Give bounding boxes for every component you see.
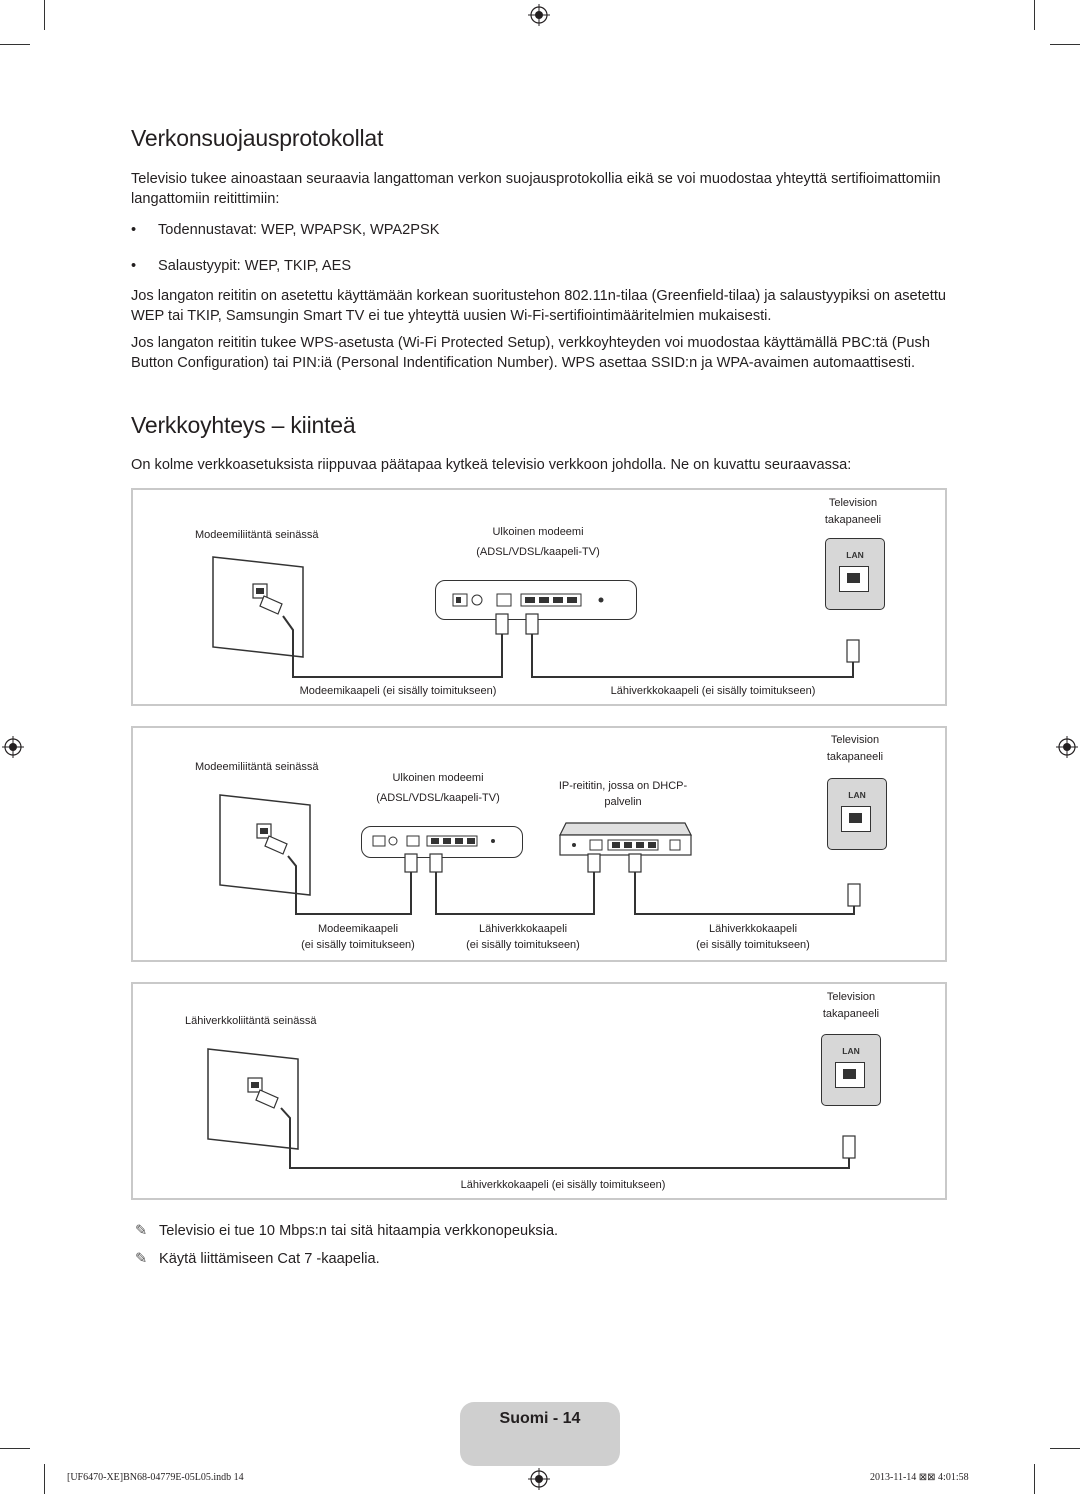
tv-rear-label-1: Television [826,991,876,1003]
lan-cable-label-1: Lähiverkkokaapeli [478,923,568,935]
lan-port-label: LAN [846,550,864,560]
wall-socket-label: Lähiverkkoliitäntä seinässä [185,1015,317,1027]
lan-cable-label: Lähiverkkokaapeli (ei sisälly toimitukse… [460,1179,666,1191]
note-speed: ✎ Televisio ei tue 10 Mbps:n tai sitä hit… [135,1221,558,1241]
wall-socket-label: Modeemiliitäntä seinässä [195,761,319,773]
lan-port-icon [841,806,871,832]
page-number-badge: Suomi - 14 [460,1402,620,1466]
modem-cable-label: Modeemikaapeli [317,923,399,935]
wall-socket-label: Modeemiliitäntä seinässä [195,529,319,541]
note-text: Käytä liittämiseen Cat 7 -kaapelia. [159,1251,380,1267]
tv-rear-panel-illustration: LAN [821,1034,881,1106]
modem-sublabel: (ADSL/VDSL/kaapeli-TV) [476,546,600,558]
note-cable: ✎ Käytä liittämiseen Cat 7 -kaapelia. [135,1249,380,1269]
bullet-encryption-types: • Salaustyypit: WEP, TKIP, AES [131,257,351,276]
footer-timestamp: 2013-11-14 ⊠⊠ 4:01:58 [870,1472,969,1483]
tv-rear-label-1: Television [830,734,880,746]
registration-mark-icon [528,4,550,26]
section1-paragraph-wps: Jos langaton reititin tukee WPS-asetusta… [131,335,930,371]
bullet-auth-methods: • Todennustavat: WEP, WPAPSK, WPA2PSK [131,221,439,240]
section1-paragraph-greenfield: Jos langaton reititin on asetettu käyttä… [131,288,947,324]
crop-mark [0,44,30,45]
cable-lines [282,613,860,678]
crop-mark [1034,1464,1035,1494]
diagram-modem-direct: Modeemiliitäntä seinässä Ulkoinen modeem… [131,488,947,706]
lan-cable-sublabel-1: (ei sisälly toimitukseen) [466,939,580,951]
cable-lines [287,853,861,915]
lan-cable-label-2: Lähiverkkokaapeli [708,923,798,935]
bullet-text: Salaustyypit: WEP, TKIP, AES [158,258,352,274]
crop-mark [44,0,45,30]
tv-rear-panel-illustration: LAN [827,778,887,850]
crop-mark [1034,0,1035,30]
wall-outlet-illustration [219,794,311,896]
bullet-text: Todennustavat: WEP, WPAPSK, WPA2PSK [158,222,440,238]
section1-intro: Televisio tukee ainoastaan seuraavia lan… [131,171,941,207]
registration-mark-icon [1056,736,1078,758]
bullet-dot-icon: • [131,222,137,238]
router-label-1: IP-reititin, jossa on DHCP- [558,780,688,792]
registration-mark-icon [2,736,24,758]
modem-cable-sublabel: (ei sisälly toimitukseen) [301,939,415,951]
lan-cable-sublabel-2: (ei sisälly toimitukseen) [696,939,810,951]
modem-sublabel: (ADSL/VDSL/kaapeli-TV) [376,792,500,804]
modem-ports-icon [372,835,495,847]
bullet-dot-icon: • [131,258,137,274]
tv-rear-label-2: takapaneeli [826,751,884,763]
registration-mark-icon [528,1468,550,1490]
crop-mark [44,1464,45,1494]
modem-label: Ulkoinen modeemi [492,526,584,538]
note-pencil-icon: ✎ [135,1223,148,1239]
diagram-modem-router: Modeemiliitäntä seinässä Ulkoinen modeem… [131,726,947,962]
tv-rear-label-1: Television [828,497,878,509]
modem-cable-label: Modeemikaapeli (ei sisälly toimitukseen) [299,685,497,697]
modem-ports-icon [452,593,604,607]
section-title-security-protocols: Verkonsuojausprotokollat [131,125,384,151]
tv-rear-label-2: takapaneeli [822,1008,880,1020]
section-title-wired-connection: Verkkoyhteys – kiinteä [131,412,356,438]
modem-label: Ulkoinen modeemi [392,772,484,784]
lan-port-label: LAN [848,790,866,800]
tv-rear-label-2: takapaneeli [824,514,882,526]
crop-mark [0,1448,30,1449]
section2-intro: On kolme verkkoasetuksista riippuvaa pää… [131,457,852,473]
router-label-2: palvelin [604,796,642,808]
router-illustration [559,822,692,856]
diagram-lan-wall: Lähiverkkoliitäntä seinässä Television t… [131,982,947,1200]
lan-port-icon [835,1062,865,1088]
footer-file-info: [UF6470-XE]BN68-04779E-05L05.indb 14 [67,1472,244,1483]
lan-port-label: LAN [842,1046,860,1056]
lan-cable-label: Lähiverkkokaapeli (ei sisälly toimitukse… [610,685,816,697]
crop-mark [1050,44,1080,45]
wall-outlet-illustration [212,556,304,658]
tv-rear-panel-illustration: LAN [825,538,885,610]
cable-lines [280,1107,856,1169]
wall-outlet-illustration [207,1048,299,1150]
note-text: Televisio ei tue 10 Mbps:n tai sitä hita… [159,1223,559,1239]
crop-mark [1050,1448,1080,1449]
page-number-label: Suomi - 14 [499,1410,581,1427]
lan-port-icon [839,566,869,592]
note-pencil-icon: ✎ [135,1251,148,1267]
